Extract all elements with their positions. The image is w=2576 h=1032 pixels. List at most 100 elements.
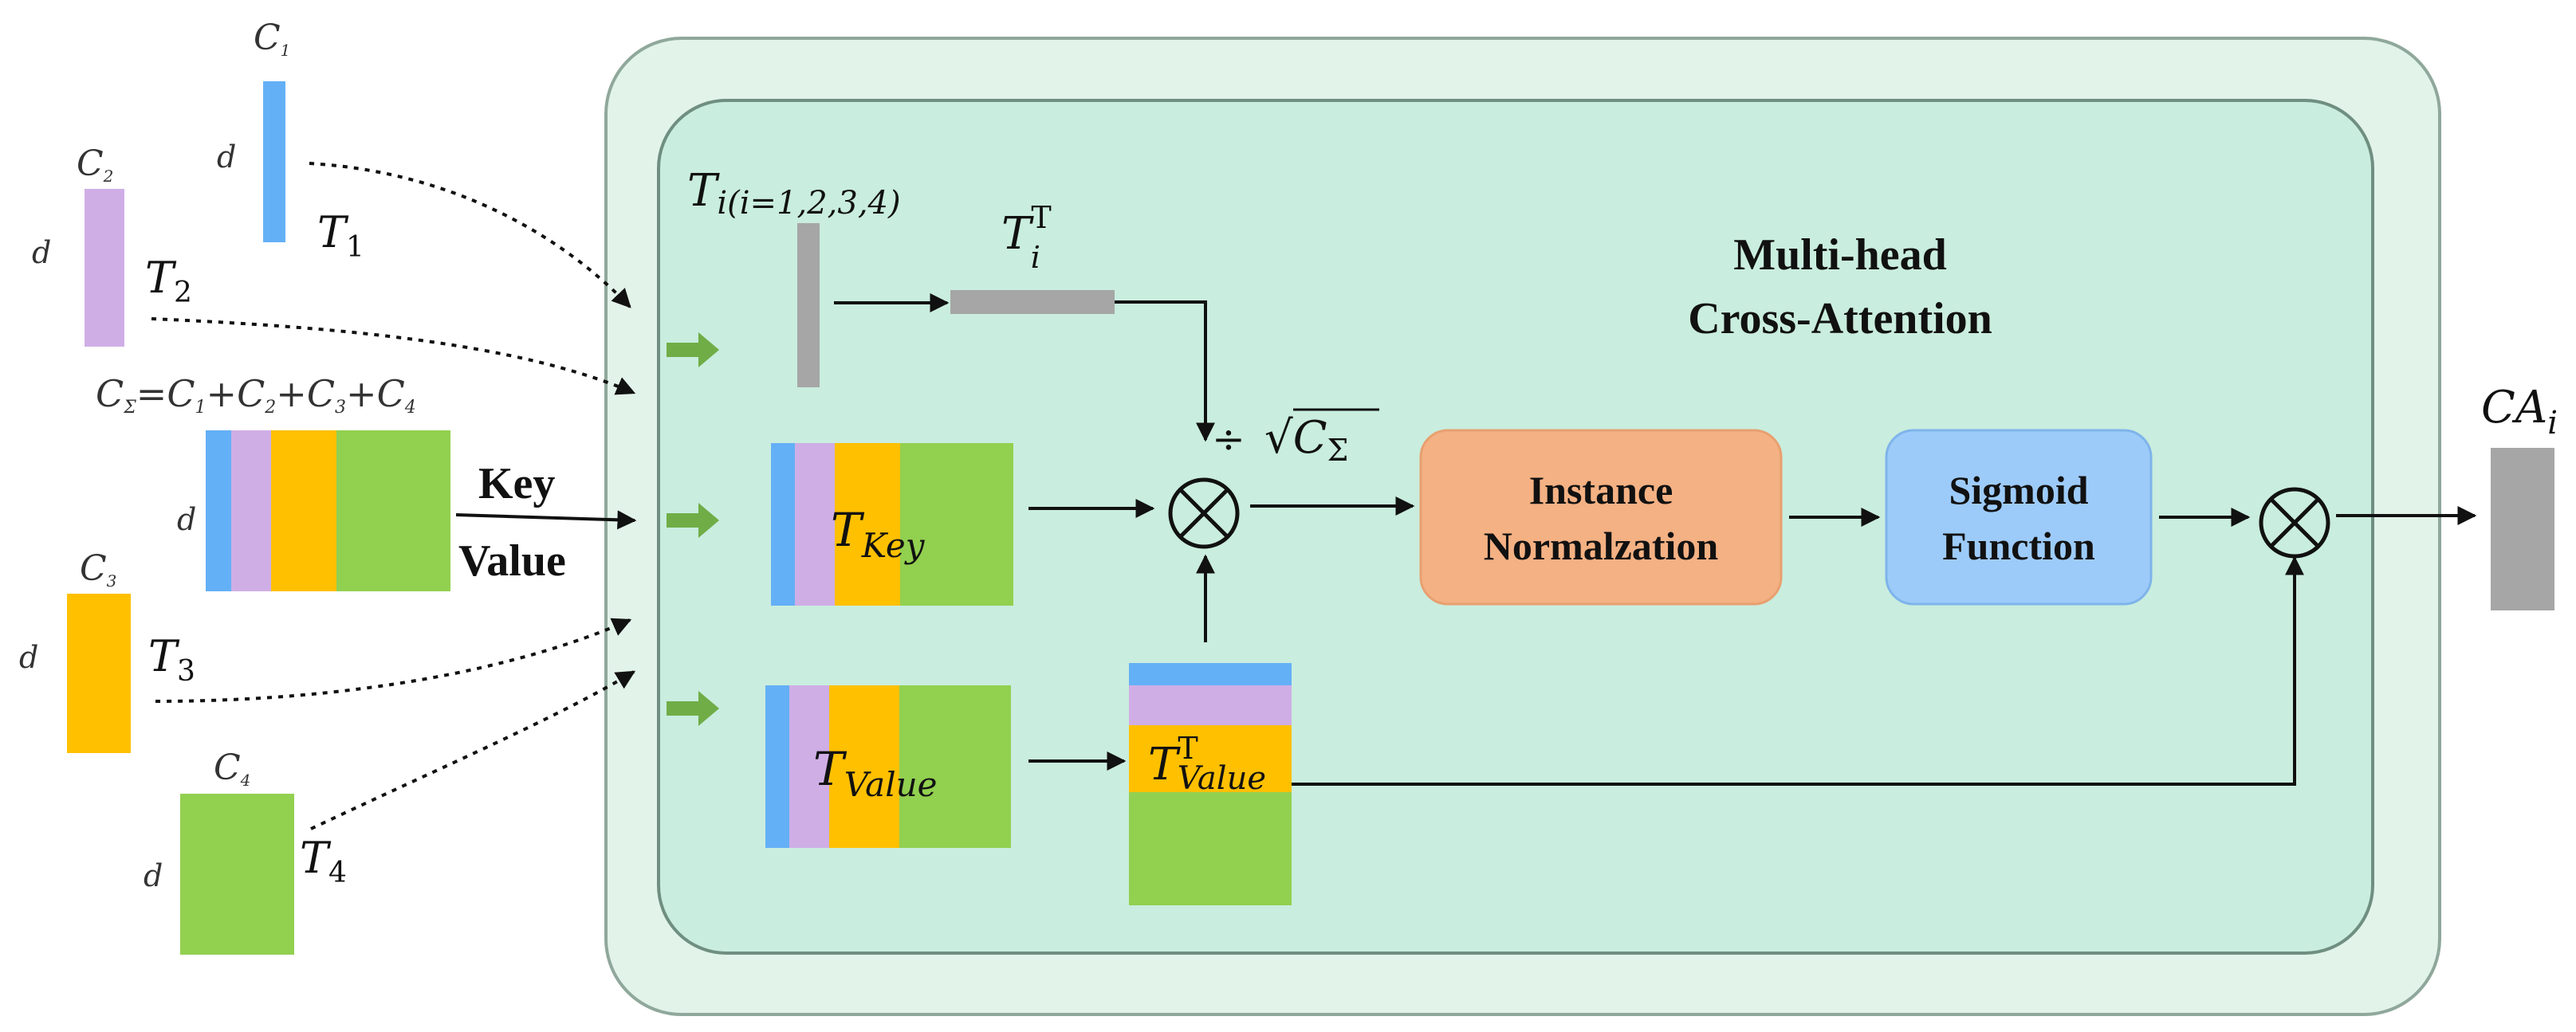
ti-transpose-label: T	[1001, 208, 1034, 260]
svg-text:C3: C3	[80, 548, 116, 591]
t2-channel-label: C	[77, 143, 104, 184]
tkey-sub: Key	[861, 526, 926, 565]
svg-text:T1: T1	[317, 207, 364, 264]
tkey-yellow	[835, 443, 900, 606]
input-token-t1: C1 d T1	[217, 18, 364, 264]
ti-sub: i(i=1,2,3,4)	[717, 185, 900, 222]
green-entry-arrows	[667, 332, 719, 726]
tvalue-t-lilac	[1129, 685, 1292, 725]
green-arrow-value	[667, 691, 719, 726]
concat-blue	[206, 430, 231, 591]
tkey-green	[900, 443, 1013, 606]
tkey-blue	[771, 443, 795, 606]
tvalue-yellow	[829, 685, 899, 848]
tkey-label: T	[831, 503, 865, 557]
t3-channel-label: C	[80, 548, 107, 589]
t2-bar	[85, 189, 124, 347]
matmul-operator	[1168, 477, 1240, 549]
tvalue-t-green	[1129, 792, 1292, 905]
t2-channel-sub: 2	[103, 167, 114, 186]
keyvalue-connector	[455, 510, 637, 530]
tvalue-green	[899, 685, 1011, 848]
sqrt-symbol: √	[1264, 412, 1293, 464]
green-arrow-key	[667, 503, 719, 538]
tvalue-t-sup: T	[1178, 731, 1198, 766]
t4-channel-label: C	[214, 748, 241, 788]
input-token-t2: C2 d T2	[32, 143, 192, 347]
elementwise-mult-operator	[2259, 487, 2330, 559]
svg-text:C1: C1	[254, 18, 290, 60]
tvalue-lilac	[789, 685, 829, 848]
input-connectors	[151, 162, 636, 830]
svg-text:T2: T2	[145, 253, 192, 309]
ti-transpose-sup: T	[1031, 200, 1051, 235]
sigmoid-block	[1885, 429, 2153, 606]
t4-dim-label: d	[144, 858, 163, 893]
t1-token-sub: 1	[346, 231, 364, 264]
key-label: Key	[478, 459, 555, 508]
svg-text:CAi: CAi	[2481, 382, 2558, 441]
tvalue-sub: Value	[844, 765, 938, 804]
t2-token-label: T	[145, 253, 177, 303]
ti-label: T	[687, 165, 720, 217]
instance-label-line2: Normalzation	[1484, 524, 1719, 568]
tvalue-label: T	[813, 742, 848, 796]
concat-yellow	[271, 430, 336, 591]
svg-text:TValue: TValue	[813, 742, 938, 804]
svg-text:√CΣ: √CΣ	[1264, 412, 1348, 468]
t4-token-label: T	[300, 833, 332, 883]
t1-channel-sub: 1	[281, 41, 291, 60]
concat-lilac	[231, 430, 271, 591]
t1-token-label: T	[317, 207, 349, 257]
tkey-block: TKey	[771, 443, 1013, 606]
sigmoid-label-line2: Function	[1942, 524, 2095, 568]
ti-bar	[797, 223, 820, 387]
svg-text:T4: T4	[300, 833, 347, 889]
attention-title-line2: Cross-Attention	[1688, 294, 1992, 343]
t3-token-sub: 3	[177, 655, 195, 688]
t1-channel-label: C	[254, 18, 281, 58]
input-token-t4: C4 d T4	[144, 748, 347, 955]
divide-symbol: ÷	[1212, 416, 1245, 462]
t3-channel-sub: 3	[107, 571, 117, 591]
svg-text:T3: T3	[148, 631, 195, 688]
t1-dim-label: d	[217, 139, 236, 175]
instance-label-line1: Instance	[1529, 468, 1673, 512]
concat-stack: CΣ=C1+C2+C3+C4 d Key Value	[96, 372, 566, 591]
output-label: CA	[2481, 382, 2547, 434]
t1-bar	[263, 81, 285, 242]
t3-token-label: T	[148, 631, 180, 681]
instance-normalization-block	[1419, 429, 1783, 606]
tvalue-blue	[765, 685, 789, 848]
svg-text:C2: C2	[77, 143, 113, 186]
t3-connector	[155, 618, 632, 703]
tvalue-t-label: T	[1148, 739, 1181, 791]
t3-bar	[67, 594, 131, 753]
svg-text:TKey: TKey	[831, 503, 926, 565]
t4-bar	[180, 794, 294, 955]
tvalue-block: TValue	[765, 685, 1011, 848]
concat-formula: CΣ=C1+C2+C3+C4	[96, 372, 416, 418]
t4-token-sub: 4	[328, 857, 347, 889]
t3-dim-label: d	[19, 640, 38, 675]
tvalue-t-sub: Value	[1178, 760, 1266, 797]
svg-text:Ti(i=1,2,3,4): Ti(i=1,2,3,4)	[687, 165, 901, 222]
ti-transpose-sub: i	[1031, 240, 1040, 275]
output-bar	[2491, 448, 2554, 610]
sigmoid-label-line1: Sigmoid	[1949, 468, 2088, 512]
svg-text:C4: C4	[214, 748, 250, 790]
tvalue-t-to-final-mult-arrow	[1292, 555, 2304, 786]
concat-dim-label: d	[177, 502, 196, 537]
tvalue-t-yellow	[1129, 725, 1292, 792]
output-sub: i	[2547, 405, 2558, 441]
ti-transpose-bar	[950, 290, 1115, 314]
sqrt-arg: C	[1293, 412, 1327, 464]
t2-dim-label: d	[32, 235, 51, 270]
svg-text:TTi: TTi	[1001, 200, 1052, 275]
t4-channel-sub: 4	[240, 771, 251, 790]
attention-title-line1: Multi-head	[1733, 230, 1947, 280]
tvalue-t-blue	[1129, 663, 1292, 685]
tkey-lilac	[795, 443, 835, 606]
